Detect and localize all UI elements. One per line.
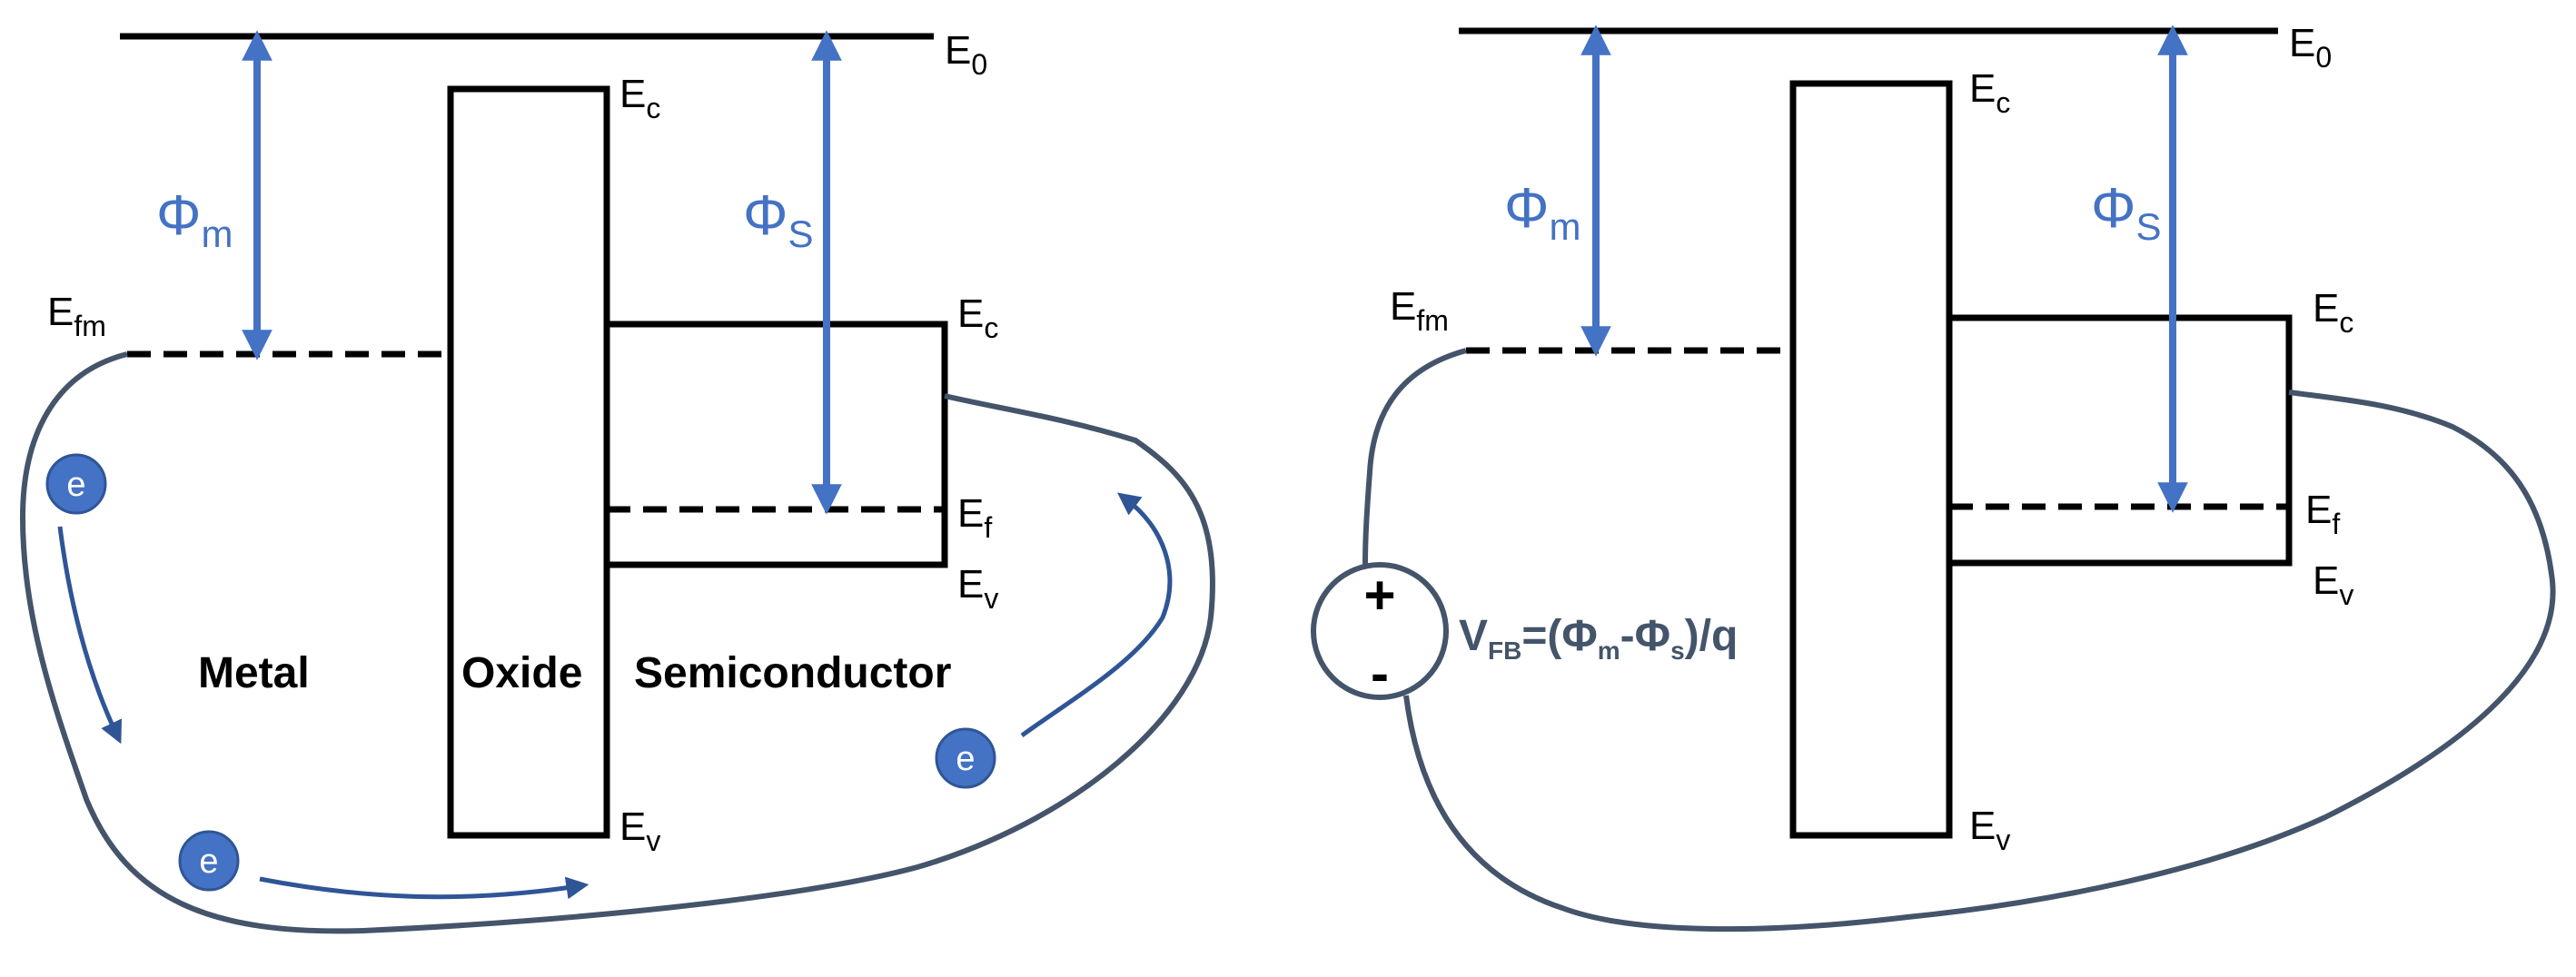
source-plus-sign: +	[1363, 565, 1395, 626]
circuit-wire-bottom	[1403, 390, 2556, 933]
metal-work-function-label: Φm	[1504, 177, 1580, 248]
semiconductor-region-label: Semiconductor	[634, 649, 951, 697]
electron-1: e	[45, 453, 107, 515]
oxide-rectangle	[447, 85, 610, 839]
metal-fermi-label: Efm	[1390, 284, 1449, 337]
voltage-source: + -	[1311, 562, 1449, 704]
electron-flow-arrow-3	[1020, 492, 1173, 738]
metal-fermi-label: Efm	[47, 290, 106, 342]
oxide-region-label: Oxide	[461, 649, 582, 697]
semiconductor-band-box	[1949, 314, 2293, 567]
oxide-conduction-label: Ec	[619, 72, 660, 124]
svg-text:e: e	[66, 466, 85, 504]
semi-valence-label: Ev	[2313, 558, 2353, 611]
semi-fermi-label: Ef	[957, 491, 992, 544]
semi-valence-label: Ev	[957, 562, 998, 615]
circuit-wire-top	[1362, 348, 1467, 566]
electron-2: e	[178, 830, 240, 892]
semi-conduction-label: Ec	[957, 291, 998, 344]
semiconductor-band-box	[607, 321, 948, 568]
svg-text:e: e	[199, 843, 218, 881]
oxide-conduction-label: Ec	[1969, 66, 2010, 119]
electron-3: e	[935, 727, 996, 789]
left-panel: E0 Ec Ev Efm Ec Ef Ev Φm ΦS Metal Oxide …	[19, 28, 1215, 934]
semi-conduction-label: Ec	[2313, 286, 2353, 339]
semiconductor-work-function-label: ΦS	[2091, 177, 2161, 248]
vacuum-level-label: E0	[2289, 21, 2332, 74]
oxide-valence-label: Ev	[1969, 804, 2010, 856]
metal-region-label: Metal	[198, 649, 310, 697]
source-minus-sign: -	[1371, 643, 1389, 704]
right-panel: E0 Ec Ev Efm Ec Ef Ev Φm ΦS + - VFB=(Φm-…	[1311, 21, 2556, 933]
svg-text:e: e	[956, 740, 975, 778]
metal-work-function-label: Φm	[156, 184, 233, 255]
electron-flow-arrow-2	[259, 876, 590, 900]
external-circuit-wire	[19, 351, 1215, 934]
electron-flow-arrow-1	[57, 526, 122, 745]
oxide-rectangle	[1789, 80, 1953, 839]
semi-fermi-label: Ef	[2305, 488, 2340, 540]
flatband-voltage-equation: VFB=(Φm-Φs)/q	[1459, 612, 1738, 665]
semiconductor-work-function-label: ΦS	[743, 184, 813, 255]
oxide-valence-label: Ev	[619, 804, 660, 857]
vacuum-level-label: E0	[945, 28, 987, 81]
